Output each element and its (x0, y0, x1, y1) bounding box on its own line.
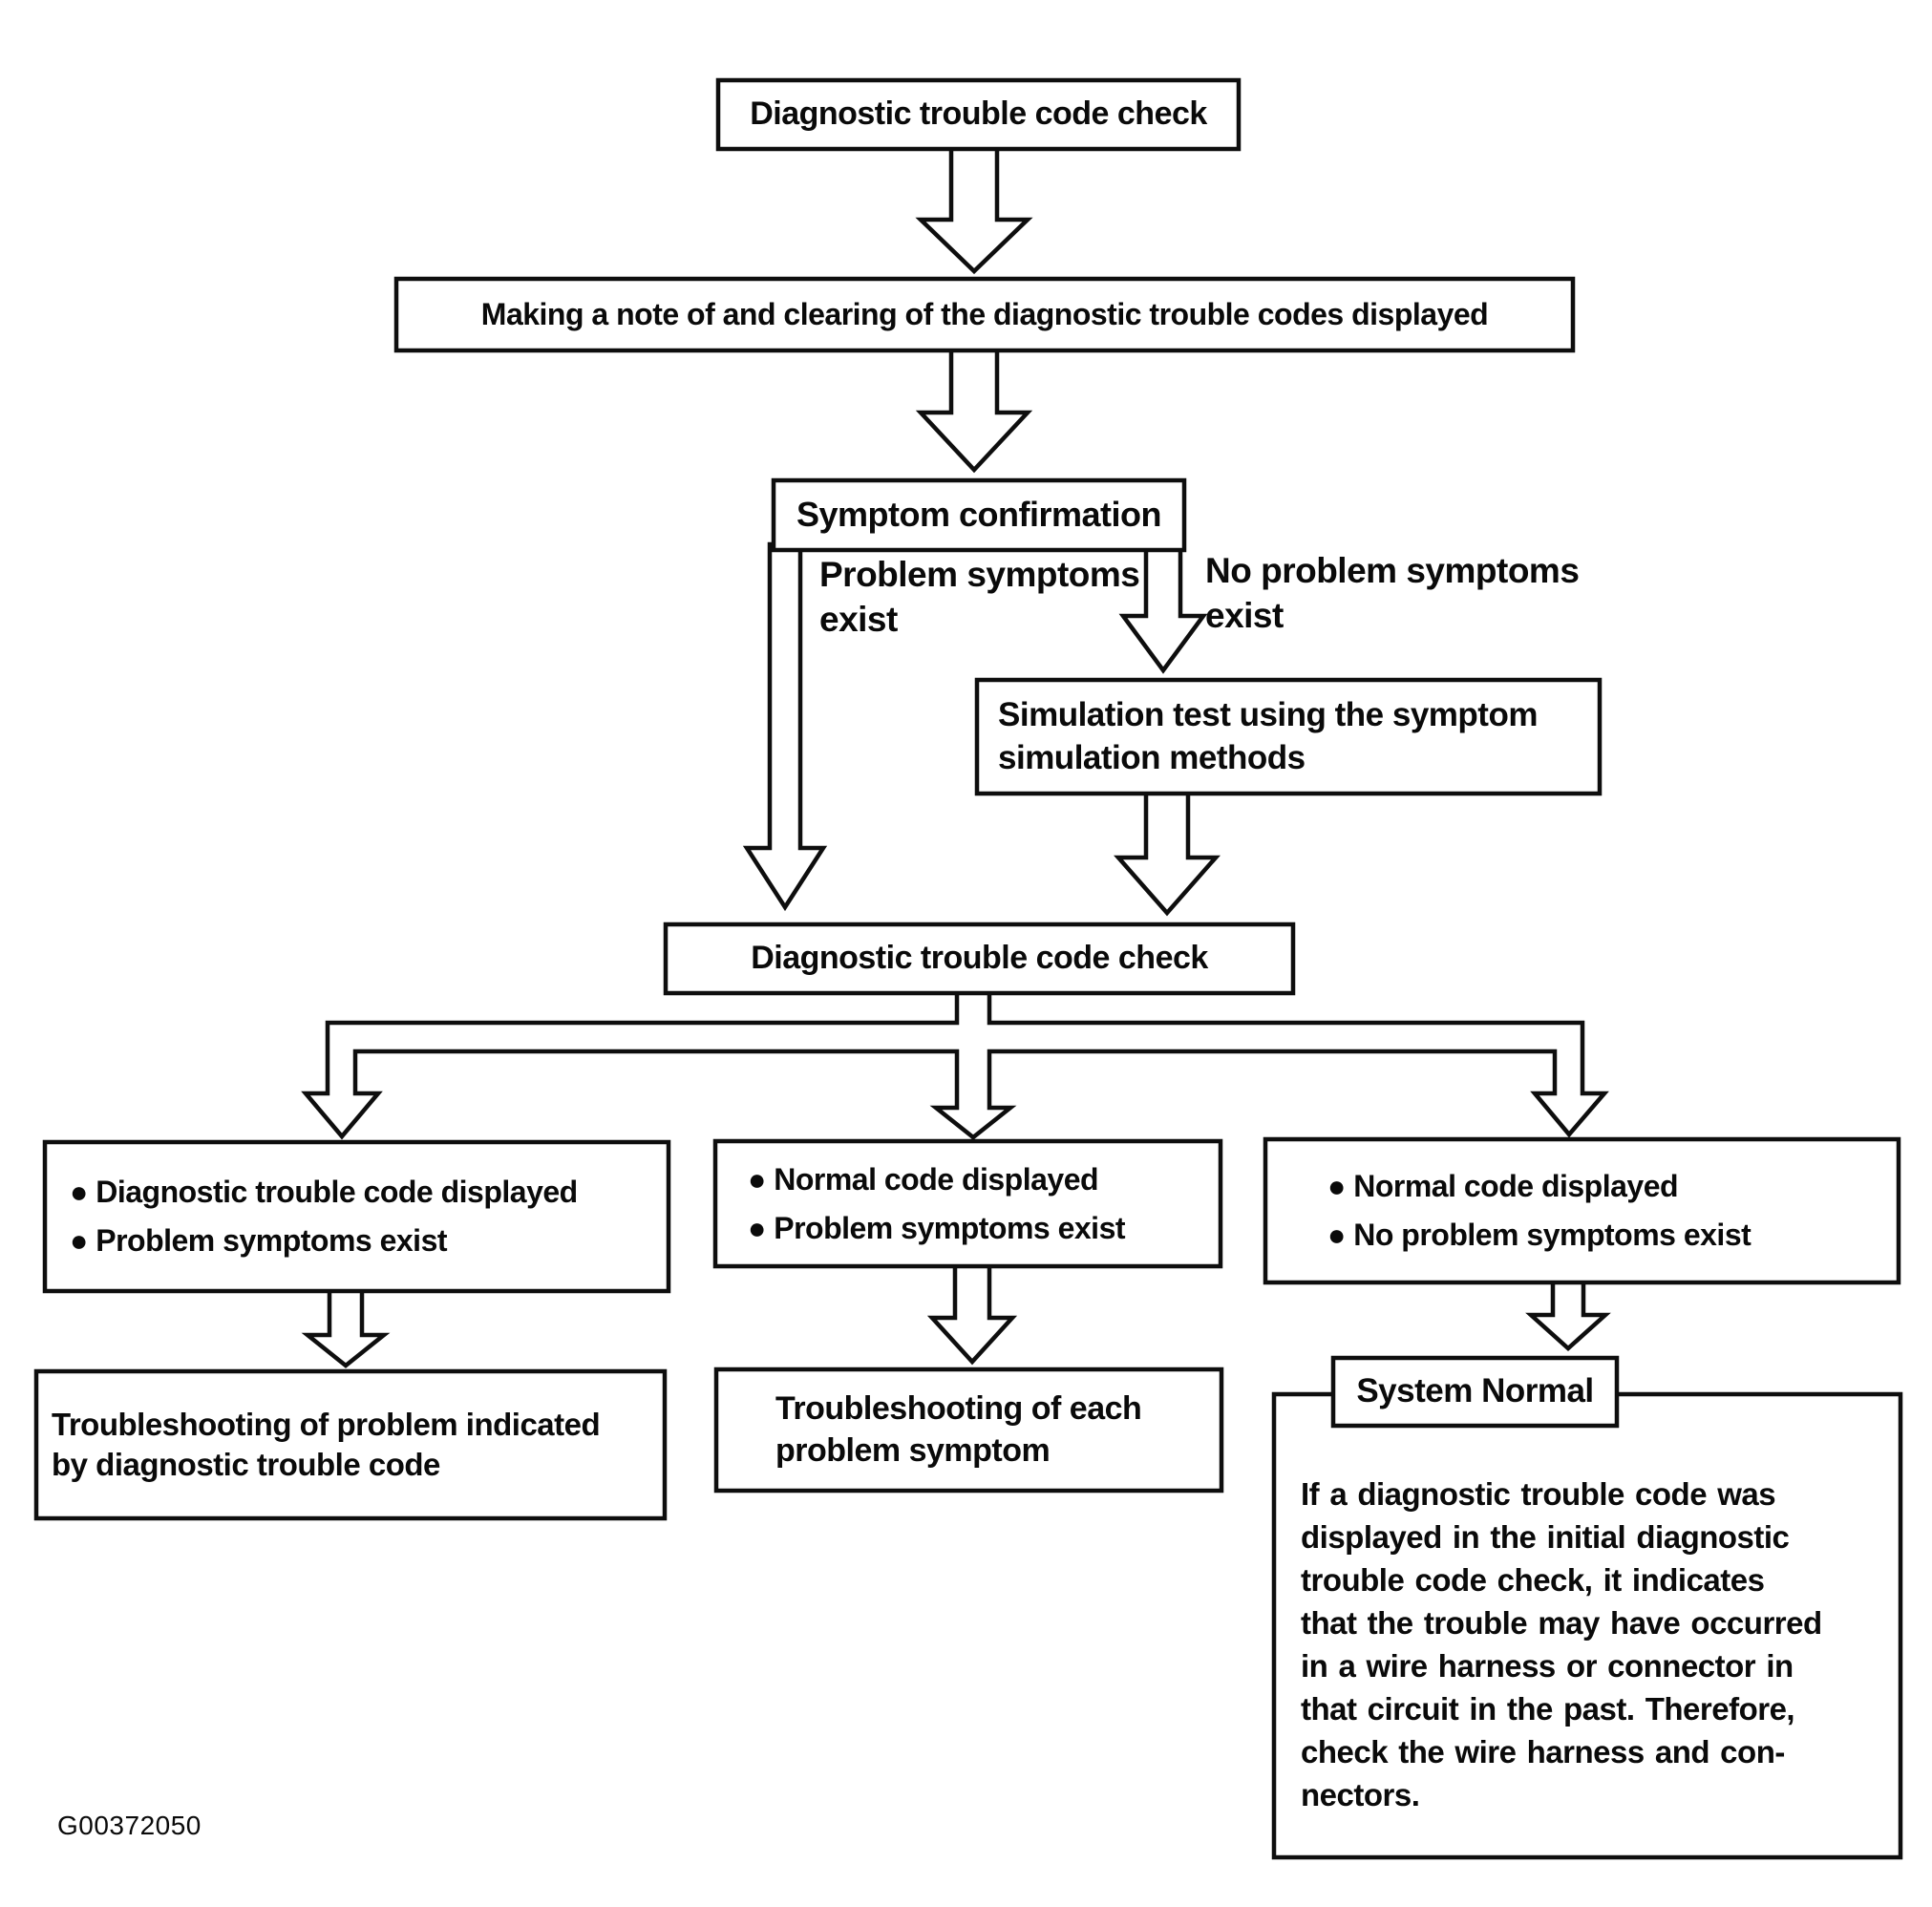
node-label-system-normal-title: System Normal (1356, 1372, 1594, 1410)
node-box-system-normal-note (1271, 1391, 1903, 1860)
node-box-outcome-dtc-problem (42, 1139, 671, 1294)
node-label-action-troubleshoot-dtc: Troubleshooting of problem indicated by … (52, 1406, 601, 1482)
down-arrow-outcome2-action2 (926, 1258, 1018, 1366)
down-arrow-step1-step2 (915, 140, 1033, 275)
node-box-dtc-check-1 (715, 77, 1242, 152)
down-arrow-simulation-to-check (1114, 786, 1221, 917)
figure-code-label: G00372050 (57, 1811, 202, 1841)
down-arrow-no-problem-symptoms (1118, 541, 1208, 674)
node-box-system-normal-title (1330, 1355, 1620, 1429)
down-arrow-step2-step3 (915, 341, 1033, 474)
down-arrow-problem-symptoms-long (742, 541, 828, 912)
node-box-dtc-check-2 (663, 922, 1296, 996)
node-box-simulation-test (974, 677, 1603, 796)
node-box-note-clear (393, 276, 1576, 353)
node-box-action-troubleshoot-dtc (33, 1368, 668, 1521)
node-label-outcome-normal-no-problem: ● Normal code displayed ● No problem sym… (1327, 1169, 1752, 1252)
down-arrow-outcome3-system-normal (1525, 1277, 1611, 1352)
node-box-action-troubleshoot-symptom (713, 1367, 1224, 1494)
branch-label-no-problem-symptoms-exist: No problem symptoms exist (1205, 551, 1580, 636)
node-label-symptom-confirmation: Symptom confirmation (796, 495, 1162, 535)
node-box-symptom-confirmation (771, 477, 1187, 553)
node-label-outcome-normal-problem: ● Normal code displayed ● Problem sympto… (748, 1161, 1126, 1245)
down-arrow-outcome1-action1 (301, 1284, 391, 1368)
branch-label-problem-symptoms-exist: Problem symptoms exist (819, 555, 1140, 640)
node-label-outcome-dtc-problem: ● Diagnostic trouble code displayed ● Pr… (70, 1175, 578, 1258)
node-label-dtc-check-2: Diagnostic trouble code check (751, 940, 1208, 977)
three-way-branch-connector (301, 986, 1609, 1140)
node-label-simulation-test: Simulation test using the symptom simula… (998, 695, 1538, 776)
node-label-note-clear: Making a note of and clearing of the dia… (480, 297, 1489, 332)
node-label-dtc-check-1: Diagnostic trouble code check (750, 95, 1207, 133)
node-label-system-normal-note: If a diagnostic trouble code was display… (1301, 1476, 1822, 1812)
node-box-outcome-normal-problem (712, 1138, 1223, 1269)
node-label-action-troubleshoot-symptom: Troubleshooting of each problem symptom (775, 1389, 1142, 1469)
node-box-outcome-normal-no-problem (1263, 1136, 1901, 1285)
